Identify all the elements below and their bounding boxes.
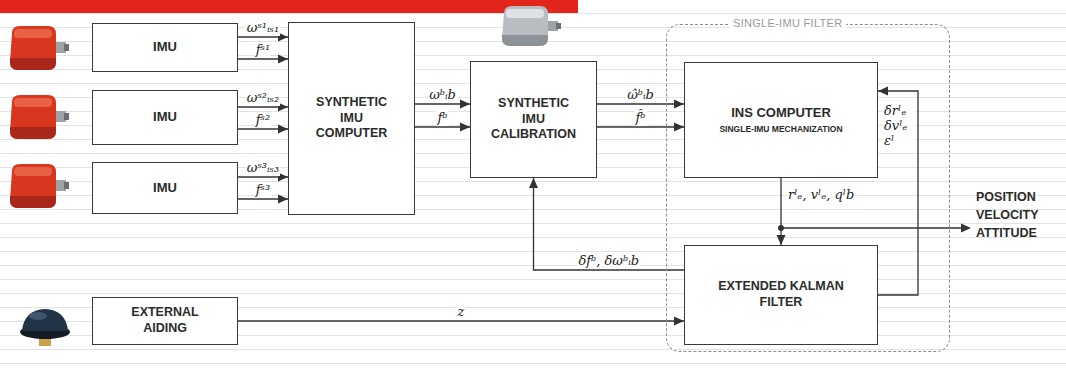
box-title: INS COMPUTER (731, 105, 831, 121)
arrowhead (529, 178, 538, 188)
arrowhead (777, 235, 786, 245)
signal-label: δfᵇ, δωᵇᵢb (577, 254, 640, 269)
signal-label: fᵇ (436, 111, 448, 126)
signal-arrow (597, 126, 684, 127)
signal-label: δrˡₑ δvˡₑ εˡ (883, 104, 915, 149)
signal-arrow (878, 91, 918, 295)
region-title: SINGLE-IMU FILTER (729, 16, 846, 30)
output-label: POSITION VELOCITY ATTITUDE (976, 188, 1056, 242)
ins-box: INS COMPUTER SINGLE-IMU MECHANIZATION (684, 62, 878, 178)
box-title: SYNTHETIC IMU CALIBRATION (488, 96, 580, 143)
arrowhead (878, 87, 888, 96)
signal-label: z (457, 305, 466, 320)
arrowhead (674, 100, 684, 109)
antenna-icon (20, 309, 70, 346)
arrowhead (460, 123, 470, 132)
imu-icon (10, 26, 69, 70)
arrowhead (674, 123, 684, 132)
signal-label: ωᵇᵢb (428, 88, 457, 103)
arrowhead (278, 55, 288, 64)
signal-arrow (238, 320, 684, 321)
imu-box: IMU (92, 162, 238, 214)
arrowhead (278, 195, 288, 204)
imu-box: IMU (92, 23, 238, 72)
imu-box: IMU (92, 90, 238, 145)
arrowhead (278, 125, 288, 134)
title-bar (0, 0, 578, 13)
signal-arrow (597, 103, 684, 104)
signal-label: fˢ³ (255, 183, 271, 198)
signal-label: f̂ᵇ (634, 111, 646, 126)
calibration-box: SYNTHETIC IMU CALIBRATION (470, 61, 597, 178)
imu-icon (10, 164, 69, 208)
arrowhead (460, 100, 470, 109)
arrowhead (674, 317, 684, 326)
box-subtitle: SINGLE-IMU MECHANIZATION (719, 124, 842, 135)
signal-label: ωˢ²ᵢₛ₂ (246, 91, 280, 106)
box-title: IMU (153, 39, 177, 55)
signal-label: ω̂ᵇᵢb (626, 88, 655, 103)
synthetic-imu-icon (502, 6, 561, 46)
signal-label: fˢ¹ (255, 43, 271, 58)
aiding-box: EXTERNAL AIDING (92, 297, 238, 345)
kalman-box: EXTENDED KALMAN FILTER (684, 245, 878, 345)
output-arrowhead (961, 224, 971, 233)
signal-arrow (780, 178, 781, 245)
box-title: IMU (153, 109, 177, 125)
output-line (781, 227, 962, 228)
signal-label: rˡₑ, vˡₑ, qˡb (787, 188, 855, 203)
box-title: IMU (153, 180, 177, 196)
computer-box: SYNTHETIC IMU COMPUTER (288, 22, 415, 215)
signal-arrow (534, 178, 685, 270)
box-title: EXTERNAL AIDING (120, 305, 210, 336)
signal-label: ωˢ³ᵢₛ₃ (246, 161, 280, 176)
imu-icon (10, 95, 69, 139)
box-title: EXTENDED KALMAN FILTER (711, 279, 851, 310)
box-title: SYNTHETIC IMU COMPUTER (306, 95, 398, 142)
signal-label: fˢ² (255, 113, 271, 128)
signal-label: ωˢ¹ᵢₛ₁ (246, 21, 280, 36)
